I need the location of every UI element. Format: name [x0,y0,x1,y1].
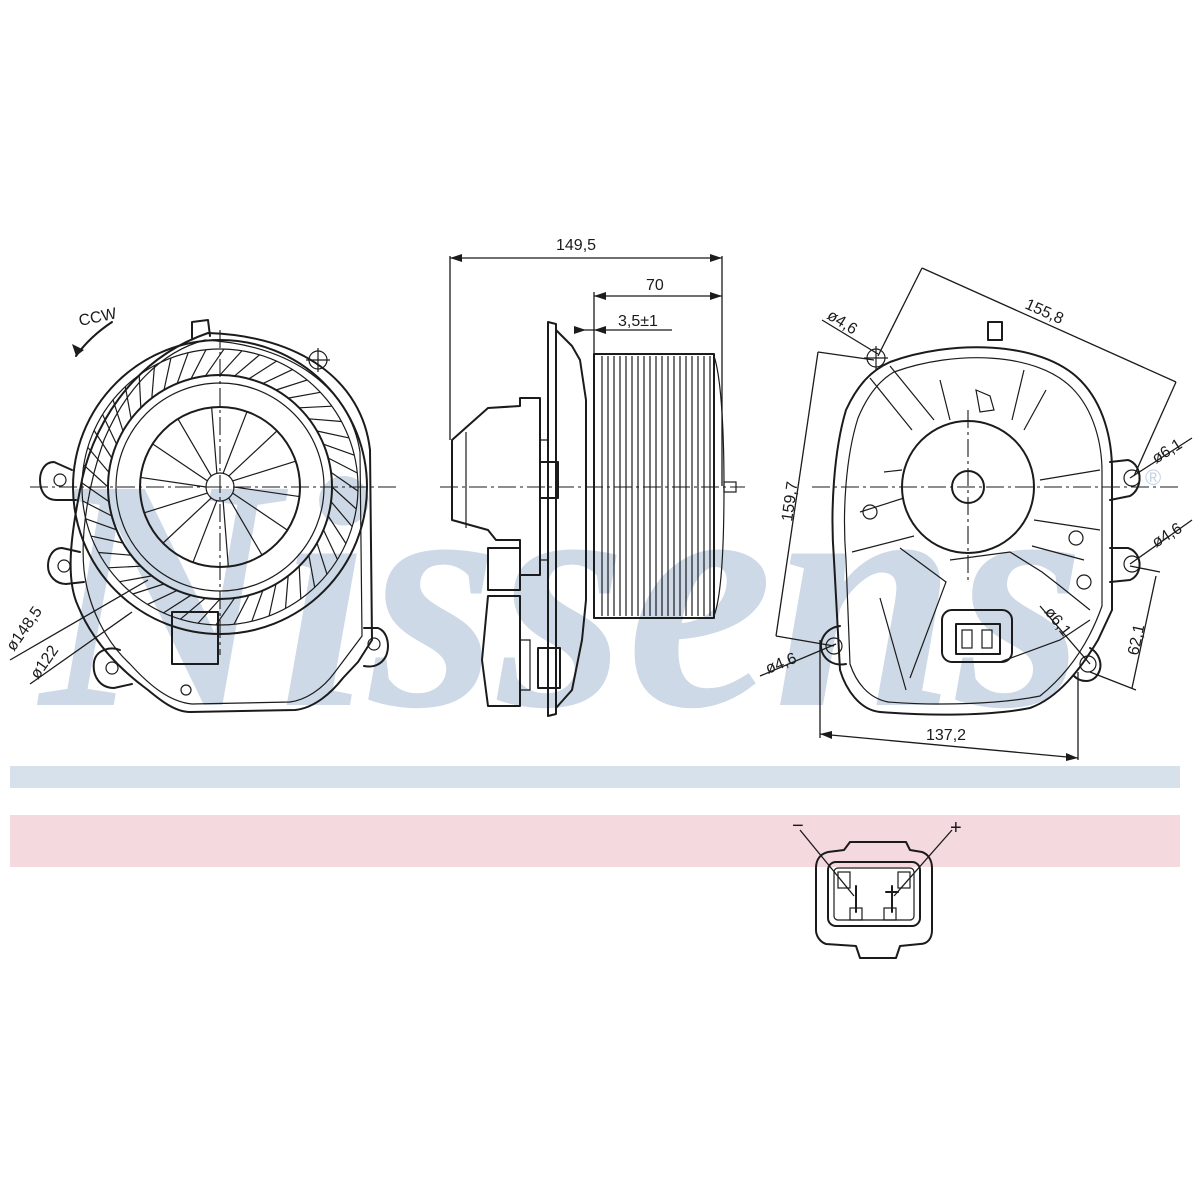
rear-hole-bl [820,625,847,666]
hub-spoke [162,497,212,544]
wheel-blade [102,414,118,445]
wheel-blade [151,365,156,399]
hub-spoke [232,460,296,482]
rear-hole-r2 [1109,547,1141,583]
connector-detail: − + [792,815,962,959]
hub-spoke [192,500,218,563]
wheel-blade [81,482,110,503]
connector-plus-label: + [950,817,962,839]
wheel-blade [98,551,132,556]
wheel-blade [215,597,236,626]
wheel-blade [83,464,109,488]
wheel-blade [327,515,347,544]
wheel-length-label: 70 [646,277,664,294]
screw-top-right [306,348,330,372]
mount-ear-right [363,627,389,668]
connector-minus-label: − [792,815,804,837]
wheel-blade [85,518,117,531]
wheel-blade [233,594,250,625]
wheel-blade [93,430,113,459]
hub-spoke [228,497,263,556]
mount-ear-left-lower [47,547,85,585]
side-view: 149,5 70 3,5±1 [440,237,745,717]
wheel-blade [163,594,192,614]
wheel-blade [322,529,338,560]
wheel-blade [87,447,110,473]
wheel-blade [275,379,308,391]
hub-spoke [233,486,300,498]
wheel-blade [180,597,206,620]
pink-band [10,815,1180,867]
wheel-blade [124,386,132,419]
wheel-blade [112,399,124,432]
wheel-blade [138,375,142,408]
nissens-watermark: Nissens ® [35,412,1161,777]
hole-r2-label: ø4,6 [1149,520,1185,551]
hub-spoke [228,430,278,477]
gap-label: 3,5±1 [618,313,658,330]
hole-r1-label: ø6,1 [1149,436,1185,467]
hub-spoke [222,411,248,474]
hub-spoke [140,476,207,488]
rear-hole-br [1073,647,1102,682]
hub-spoke [222,500,229,567]
wheel-blade [308,418,342,423]
wheel-blade [299,405,332,409]
wheel-blade [316,542,328,575]
watermark-text: Nissens [35,412,1085,777]
hub-spoke [232,492,288,531]
wheel-slats [601,356,711,616]
wheel-blade [108,565,141,569]
wheel-blade [90,535,124,544]
wheel-blades [81,348,359,626]
wheel-blade [248,360,277,380]
wheel-blade [288,391,321,399]
rotation-label: CCW [77,305,119,330]
wheel-blade [119,575,152,583]
hub-spoke [152,443,208,482]
mount-ear-left [39,461,77,501]
mount-ear-bottom [92,647,133,689]
wheel-blade [262,369,293,385]
offset-label: 62,1 [1125,623,1148,657]
overall-length-label: 149,5 [556,237,596,254]
height-label: 159,7 [779,480,801,522]
wheel-blade [82,500,113,517]
wheel-blade [204,348,225,377]
hub-spoke [144,492,208,514]
wheel-blade [176,352,189,384]
wheel-blade [284,575,289,609]
blue-band [10,766,1180,788]
hole-tl-label: ø4,6 [824,307,860,338]
wheel-blade [190,349,207,380]
wheel-blade [323,443,355,456]
wheel-blade [330,501,353,527]
hub-spokes [140,407,300,567]
wheel-blade [163,357,172,391]
wheel-blade [219,350,243,376]
wheel-blade [298,566,302,599]
wheel-blade [327,457,358,474]
wheel-blade [147,589,178,605]
hub-spoke [211,407,218,474]
wheel-blade [132,583,165,595]
wheel-blade [331,486,357,510]
wheel-blade [308,555,316,588]
registered-mark: ® [1145,465,1161,490]
wheel-blade [234,354,260,377]
wheel-blade [251,590,264,622]
width-label: 137,2 [926,727,966,744]
wheel-blade [268,583,277,617]
rear-hole-r1 [1109,459,1141,501]
wheel-blade [330,471,359,492]
rear-hole-tl [864,346,888,370]
hub-spoke [177,418,212,477]
wheel-blade [316,430,350,439]
